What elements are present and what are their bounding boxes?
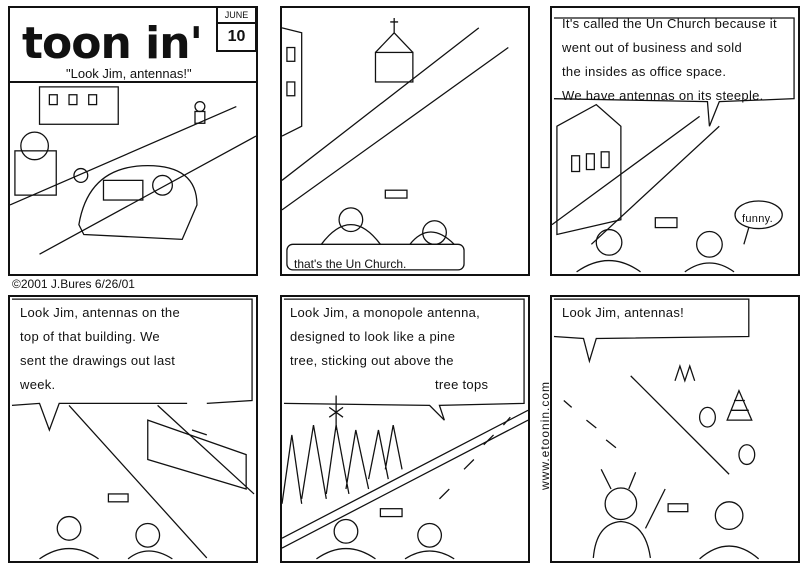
comic-panel-5: Look Jim, a monopole antenna, designed t… xyxy=(280,295,530,563)
speech-line: Look Jim, antennas on the xyxy=(20,305,180,320)
antennas-view-drawing xyxy=(553,298,760,560)
panel-6-speech-bubble: Look Jim, antennas! xyxy=(562,301,684,325)
strip-subtitle: "Look Jim, antennas!" xyxy=(66,66,192,81)
comic-panel-6: Look Jim, antennas! xyxy=(550,295,800,563)
date-month: JUNE xyxy=(218,8,255,24)
panel-3-speech-bubble: It's called the Un Church because it wen… xyxy=(562,12,777,108)
speech-line: Look Jim, a monopole antenna, xyxy=(290,305,481,320)
speech-line: designed to look like a pine xyxy=(290,329,456,344)
church-road-drawing xyxy=(282,17,509,271)
street-scene-drawing xyxy=(10,80,256,255)
comic-panel-4: Look Jim, antennas on the top of that bu… xyxy=(8,295,258,563)
speech-line: sent the drawings out last xyxy=(20,353,176,368)
copyright-notice: ©2001 J.Bures 6/26/01 xyxy=(12,277,135,291)
speech-line: week. xyxy=(20,377,56,392)
speech-line: tree tops xyxy=(435,377,489,392)
building-roof-drawing xyxy=(11,298,255,560)
panel-5-speech-bubble: Look Jim, a monopole antenna, designed t… xyxy=(290,301,488,397)
strip-logo: toon in' xyxy=(22,18,203,69)
church-view-drawing xyxy=(552,17,795,273)
speech-line: top of that building. We xyxy=(20,329,160,344)
speech-line: Look Jim, antennas! xyxy=(562,305,685,320)
pine-trees-drawing xyxy=(282,298,528,560)
speech-line: went out of business and sold xyxy=(562,40,742,55)
reply-bubble: funny. xyxy=(742,213,773,225)
speech-line: tree, sticking out above the xyxy=(290,353,454,368)
panel-2-caption: that's the Un Church. xyxy=(294,257,407,271)
date-day: 10 xyxy=(227,28,246,45)
panel-4-speech-bubble: Look Jim, antennas on the top of that bu… xyxy=(20,301,180,397)
comic-panel-3: It's called the Un Church because it wen… xyxy=(550,6,800,276)
comic-panel-2: that's the Un Church. xyxy=(280,6,530,276)
date-box: JUNE 10 xyxy=(216,6,257,52)
speech-line: We have antennas on its steeple. xyxy=(562,88,764,103)
speech-line: the insides as office space. xyxy=(562,64,727,79)
speech-line: It's called the Un Church because it xyxy=(562,16,777,31)
